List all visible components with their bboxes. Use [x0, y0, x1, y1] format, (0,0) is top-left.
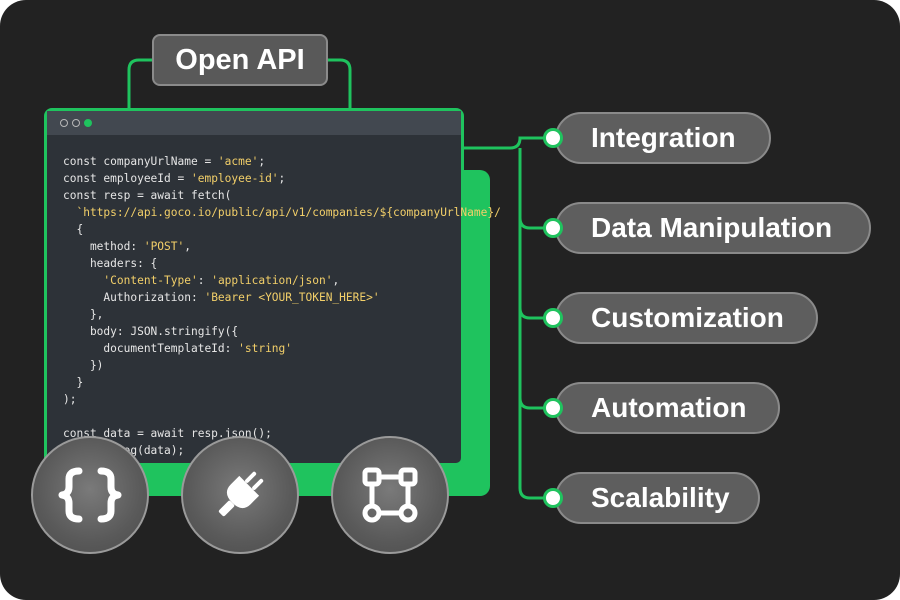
- connector-node: [543, 128, 563, 148]
- feature-customization: Customization: [555, 292, 818, 344]
- code-line: method: 'POST',: [63, 240, 191, 253]
- open-api-label: Open API: [152, 34, 328, 86]
- feature-label: Data Manipulation: [591, 212, 833, 243]
- code-line: const employeeId = 'employee-id';: [63, 172, 286, 185]
- connector-node: [543, 488, 563, 508]
- code-line: headers: {: [63, 257, 158, 270]
- workflow-glyph: [362, 467, 418, 523]
- curly-braces-glyph: [58, 467, 122, 523]
- code-line: {: [63, 223, 84, 236]
- code-line: `https://api.goco.io/public/api/v1/compa…: [76, 206, 501, 219]
- feature-label: Scalability: [591, 482, 730, 513]
- code-line: const data = await resp.json();: [63, 427, 272, 440]
- workflow-icon: [331, 436, 449, 554]
- code-line: 'Content-Type': 'application/json',: [103, 274, 340, 287]
- code-line: }): [63, 359, 104, 372]
- window-dot-icon: [72, 119, 80, 127]
- code-line: const companyUrlName = 'acme';: [63, 155, 266, 168]
- window-titlebar: [47, 111, 461, 135]
- code-line: const resp = await fetch(: [63, 189, 232, 202]
- code-line: },: [63, 308, 104, 321]
- code-line: }: [63, 376, 84, 389]
- connector-node: [543, 398, 563, 418]
- feature-label: Automation: [591, 392, 747, 423]
- feature-label: Integration: [591, 122, 736, 153]
- code-line: );: [63, 393, 77, 406]
- code-line: documentTemplateId: 'string': [63, 342, 293, 355]
- window-dot-icon: [60, 119, 68, 127]
- code-window: const companyUrlName = 'acme'; const empl…: [44, 108, 501, 466]
- code-line: [63, 408, 461, 425]
- feature-automation: Automation: [555, 382, 780, 434]
- feature-scalability: Scalability: [555, 472, 760, 524]
- code-snippet: const companyUrlName = 'acme'; const empl…: [47, 135, 501, 459]
- plug-icon: [181, 436, 299, 554]
- connector-node: [543, 308, 563, 328]
- plug-glyph: [218, 471, 264, 517]
- feature-integration: Integration: [555, 112, 771, 164]
- code-line: Authorization: 'Bearer <YOUR_TOKEN_HERE>…: [63, 291, 380, 304]
- window-dot-active-icon: [84, 119, 92, 127]
- curly-braces-icon: [31, 436, 149, 554]
- code-line: body: JSON.stringify({: [63, 325, 239, 338]
- connector-node: [543, 218, 563, 238]
- feature-label: Customization: [591, 302, 784, 333]
- feature-data-manipulation: Data Manipulation: [555, 202, 871, 254]
